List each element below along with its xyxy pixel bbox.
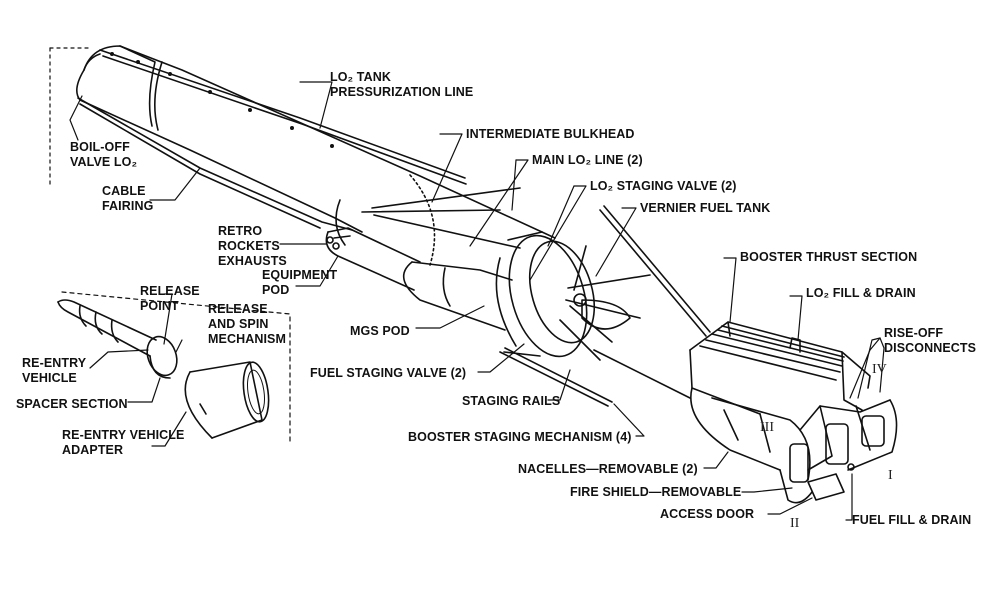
label-nacelles-removable: NACELLES—REMOVABLE (2) [518,462,698,476]
staging-rails-shape [499,205,711,407]
label-access-door: ACCESS DOOR [660,507,755,521]
label-booster-thrust-section: BOOSTER THRUST SECTION [740,250,918,264]
label-fuel-staging-valve: FUEL STAGING VALVE (2) [310,366,467,380]
intermediate-section [335,174,521,266]
dashed-frame-reentry [61,291,291,443]
label-lo2-tank-pressurization-line: LO₂ TANK PRESSURIZATION LINE [330,70,474,99]
label-re-entry-vehicle-adapter: RE-ENTRY VEHICLE ADAPTER [62,428,185,457]
booster-thrust-section [689,321,898,504]
label-rise-off-disconnects: RISE-OFF DISCONNECTS [884,326,977,355]
label-intermediate-bulkhead: INTERMEDIATE BULKHEAD [466,127,635,141]
engine-mark-iv: IV [872,362,887,377]
pressurization-line [99,49,467,185]
dashed-frame-nose [49,47,89,186]
label-cable-fairing: CABLE FAIRING [102,184,154,213]
label-spacer-section: SPACER SECTION [16,397,128,411]
label-boil-off-valve: BOIL-OFF VALVE LO₂ [70,140,138,169]
label-booster-staging-mechanism: BOOSTER STAGING MECHANISM (4) [408,430,632,444]
label-staging-rails: STAGING RAILS [462,394,561,408]
leader-lines [69,81,885,521]
engine-mark-iii: III [760,420,774,435]
label-equipment-pod: EQUIPMENT POD [262,268,338,297]
label-vernier-fuel-tank: VERNIER FUEL TANK [640,201,771,215]
equipment-pod-shape [325,227,421,291]
label-re-entry-vehicle: RE-ENTRY VEHICLE [22,356,87,385]
engine-mark-i: I [888,468,893,483]
label-mgs-pod: MGS POD [350,324,410,338]
label-release-point: RELEASE POINT [140,284,200,313]
label-release-spin-mechanism: RELEASE AND SPIN MECHANISM [208,302,286,346]
engine-mark-ii: II [790,516,800,531]
adapter-shape [184,361,270,439]
label-retro-rockets-exhausts: RETRO ROCKETS EXHAUSTS [218,224,287,268]
mgs-pod-shape [402,261,513,331]
label-lo2-staging-valve: LO₂ STAGING VALVE (2) [590,179,737,193]
label-lo2-fill-drain: LO₂ FILL & DRAIN [806,286,916,300]
sustainer-aft-ring [495,231,651,361]
re-entry-vehicle-shape [57,299,178,379]
label-fuel-fill-drain: FUEL FILL & DRAIN [852,513,972,527]
label-fire-shield-removable: FIRE SHIELD—REMOVABLE [570,485,742,499]
label-main-lo2-line: MAIN LO₂ LINE (2) [532,153,643,167]
